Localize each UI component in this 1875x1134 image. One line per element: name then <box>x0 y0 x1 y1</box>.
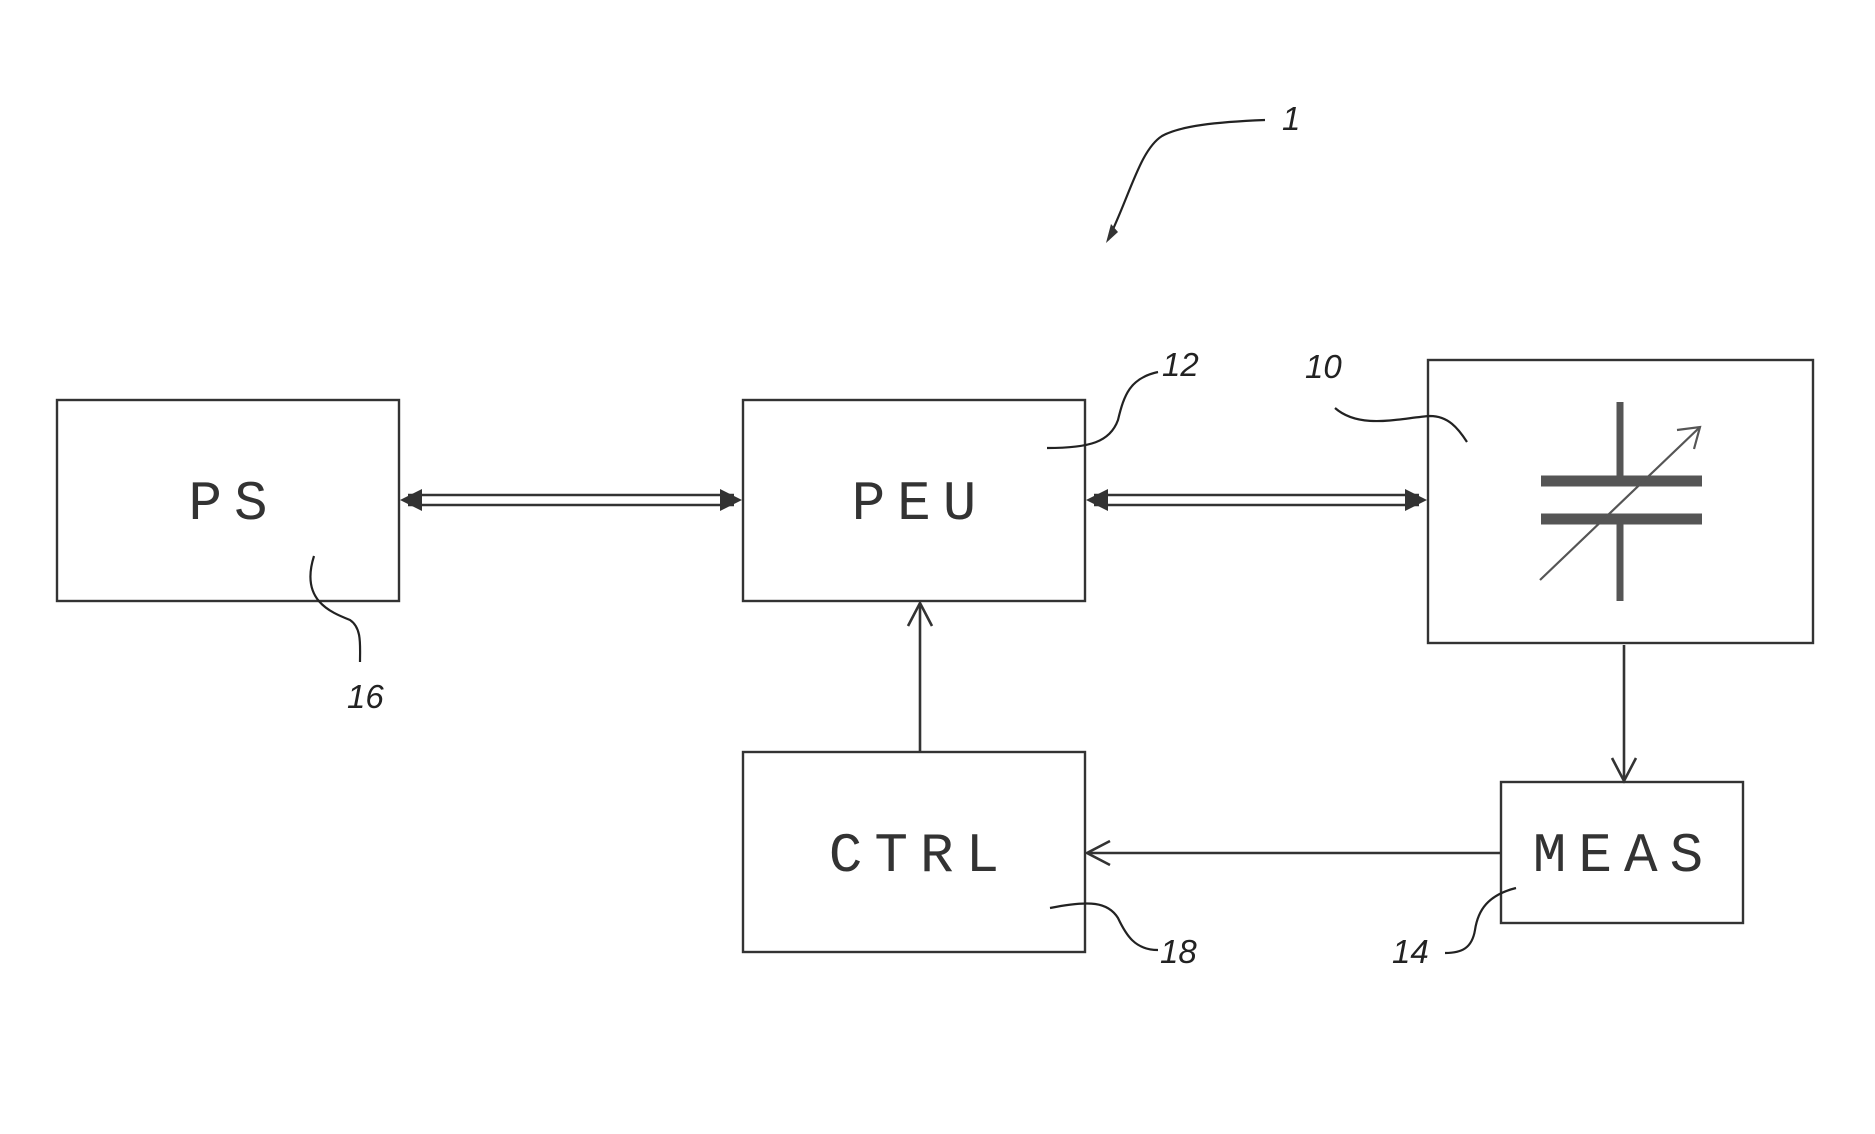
capacitor-ref-label: 10 <box>1305 348 1342 385</box>
system-reference: 1 <box>1106 100 1300 243</box>
connection-peu-capacitor <box>1086 489 1427 511</box>
ps-ref-label: 16 <box>347 678 384 715</box>
meas-ref-label: 14 <box>1392 933 1429 970</box>
meas-label: MEAS <box>1533 824 1715 888</box>
connection-capacitor-meas <box>1612 645 1636 781</box>
ctrl-label: CTRL <box>829 824 1011 888</box>
connection-ps-peu <box>400 489 742 511</box>
peu-label: PEU <box>852 472 989 536</box>
system-leader-arrowhead <box>1106 224 1118 243</box>
meas-block: MEAS 14 <box>1392 782 1743 970</box>
ps-block: PS 16 <box>57 400 399 715</box>
connection-ctrl-peu <box>908 603 932 751</box>
peu-ref-label: 12 <box>1162 346 1199 383</box>
peu-block: PEU 12 <box>743 346 1199 601</box>
ps-label: PS <box>188 472 279 536</box>
system-ref-label: 1 <box>1282 100 1300 137</box>
ctrl-block: CTRL 18 <box>743 752 1197 970</box>
ctrl-ref-label: 18 <box>1160 933 1197 970</box>
connection-meas-ctrl <box>1087 841 1500 865</box>
system-leader-line <box>1108 120 1265 240</box>
